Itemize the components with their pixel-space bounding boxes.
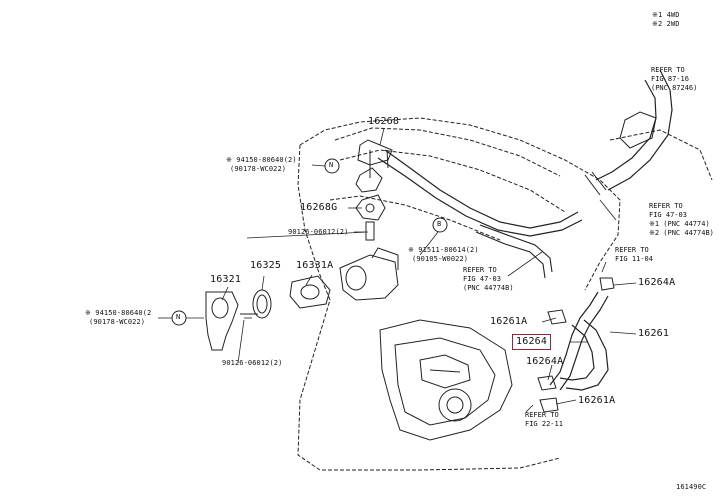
refer-line: (PNC 87246) — [651, 84, 698, 92]
refer-fig-87-16[interactable]: REFER TO FIG 87-16 (PNC 87246) — [651, 66, 697, 93]
refer-fig-11-04[interactable]: REFER TO FIG 11-04 — [615, 246, 653, 264]
legend-4wd: ※1 4WD — [652, 11, 680, 19]
part-16264a-lower[interactable]: 16264A — [526, 356, 564, 367]
heater-hose — [607, 69, 673, 191]
callout-bolt-upper: 90126-06012(2) — [288, 228, 349, 236]
marker-n-top-letter: N — [329, 161, 334, 169]
hose-16261 — [565, 319, 609, 391]
thermostat — [289, 275, 331, 309]
callout-b-line1: ※ 91511-80614(2) — [408, 246, 479, 254]
gasket — [355, 194, 386, 221]
refer-line: ※2 (PNC 44774B) — [649, 229, 714, 237]
refer-line: FIG 22-11 — [525, 420, 563, 428]
callout-bolt-lower: 90126-06012(2) — [222, 359, 283, 367]
part-16261[interactable]: 16261 — [638, 328, 670, 339]
figure-id: 161490C — [676, 483, 707, 491]
marker-n-top — [324, 158, 340, 174]
refer-fig-47-03-upper[interactable]: REFER TO FIG 47-03 ※1 (PNC 44774) ※2 (PN… — [649, 202, 714, 238]
refer-line: REFER TO — [615, 246, 649, 254]
refer-line: REFER TO — [463, 266, 497, 274]
refer-line: REFER TO — [651, 66, 685, 74]
callout-b-line2: (90105-W0022) — [412, 255, 469, 263]
callout-n-left-line1: ※ 94150-80640(2 — [85, 309, 152, 317]
thermostat-housing — [339, 254, 399, 301]
refer-line: ※1 (PNC 44774) — [649, 220, 710, 228]
callout-n-top-line1: ※ 94150-80640(2) — [226, 156, 297, 164]
marker-b-letter: B — [437, 220, 442, 228]
part-16261a-lower[interactable]: 16261A — [578, 395, 616, 406]
water-pipe — [384, 149, 579, 229]
part-16268g[interactable]: 16268G — [300, 202, 338, 213]
marker-n-left-letter: N — [176, 313, 181, 321]
part-16268[interactable]: 16268 — [368, 116, 400, 127]
clamp — [599, 277, 615, 291]
engine-outline — [297, 117, 621, 471]
part-16331a[interactable]: 16331A — [296, 260, 334, 271]
part-16325[interactable]: 16325 — [250, 260, 282, 271]
part-16264-highlighted[interactable]: 16264 — [512, 334, 552, 350]
hose-16264 — [549, 291, 599, 386]
refer-line: (PNC 44774B) — [463, 284, 514, 292]
part-16321[interactable]: 16321 — [210, 274, 242, 285]
legend-2wd: ※2 2WD — [652, 20, 680, 28]
refer-fig-47-03-lower[interactable]: REFER TO FIG 47-03 (PNC 44774B) — [463, 266, 514, 293]
marker-n-left — [171, 310, 187, 326]
refer-line: FIG 11-04 — [615, 255, 653, 263]
refer-line: REFER TO — [649, 202, 683, 210]
refer-line: REFER TO — [525, 411, 559, 419]
callout-n-left-line2: (90178-WC022) — [89, 318, 146, 326]
refer-fig-22-11[interactable]: REFER TO FIG 22-11 — [525, 411, 563, 429]
water-inlet — [205, 291, 239, 351]
refer-line: FIG 87-16 — [651, 75, 689, 83]
refer-line: FIG 47-03 — [649, 211, 687, 219]
refer-line: FIG 47-03 — [463, 275, 501, 283]
part-16261a-upper[interactable]: 16261A — [490, 316, 528, 327]
callout-n-top-line2: (90178-WC022) — [230, 165, 287, 173]
part-16264a-upper[interactable]: 16264A — [638, 277, 676, 288]
marker-b — [432, 217, 448, 233]
